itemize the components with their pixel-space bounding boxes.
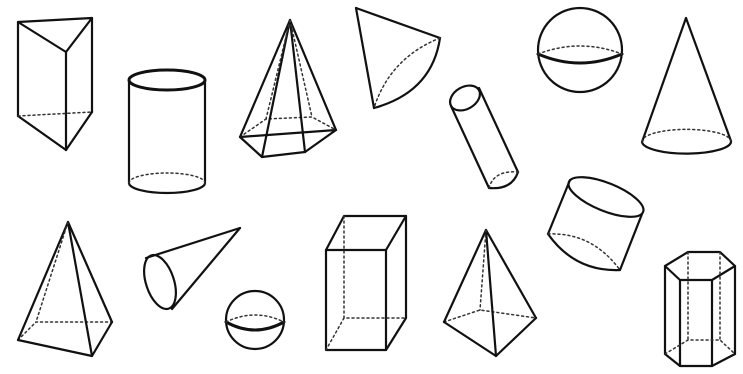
cone-upright xyxy=(642,18,731,154)
hexagonal-prism xyxy=(665,252,735,366)
hexagonal-pyramid xyxy=(240,20,336,157)
cone-tilted-top xyxy=(356,8,440,108)
triangular-prism xyxy=(18,18,92,150)
cylinder-tilted-wide xyxy=(548,169,648,270)
cylinder-upright xyxy=(129,70,205,193)
square-pyramid xyxy=(18,222,112,356)
pyramid-tall xyxy=(444,230,536,356)
sphere-small xyxy=(226,291,284,349)
rectangular-prism xyxy=(326,216,406,350)
cone-sideways xyxy=(138,228,240,313)
sphere-large xyxy=(538,8,622,92)
cylinder-tilted-small xyxy=(446,80,518,188)
